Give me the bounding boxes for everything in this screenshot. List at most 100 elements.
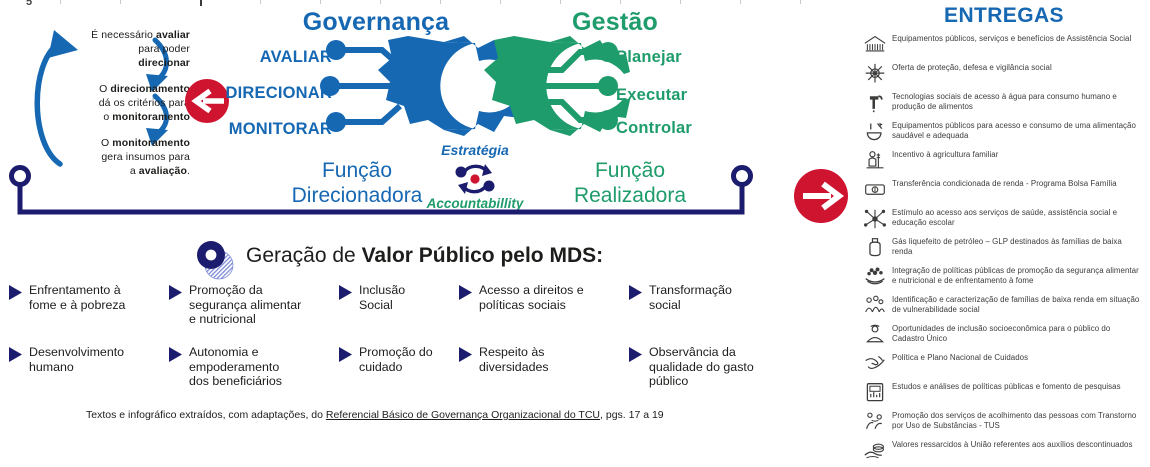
mds-logo-mark xyxy=(192,239,246,281)
cycle-line: direcionar xyxy=(138,57,190,70)
faucet-water-icon xyxy=(858,90,892,116)
heading-strong: Valor Público pelo MDS: xyxy=(361,244,604,267)
value-item-label: Enfrentamento à fome e à pobreza xyxy=(29,283,126,312)
value-item-label: Desenvolvimento humano xyxy=(29,345,125,374)
delivery-item-label: Equipamentos públicos, serviços e benefí… xyxy=(892,34,1132,43)
cycle-line: gera insumos para xyxy=(101,151,190,164)
triangle-bullet-icon xyxy=(458,284,473,301)
delivery-item-label: Integração de políticas públicas de prom… xyxy=(892,266,1139,286)
arrow-right-circle-icon xyxy=(793,168,849,224)
delivery-item-label: Política e Plano Nacional de Cuidados xyxy=(892,353,1029,362)
value-item: Enfrentamento à fome e à pobreza xyxy=(8,283,153,312)
value-item-label: Observância da qualidade do gasto públic… xyxy=(649,345,754,389)
caring-hands-icon xyxy=(858,351,892,377)
cycle-block-2: O direcionamento dá os critérios para o … xyxy=(99,82,190,125)
management-function-caption: Função Realizadora xyxy=(540,158,720,208)
step-executar: Executar xyxy=(616,86,688,104)
caption-line-2: Direcionadora xyxy=(291,184,423,207)
value-item: Inclusão Social xyxy=(338,283,483,312)
value-public-heading: Geração de Valor Público pelo MDS: xyxy=(246,244,603,268)
shield-snowflake-icon xyxy=(858,61,892,87)
house-community-icon xyxy=(858,32,892,58)
delivery-item-label: Tecnologias sociais de acesso à água par… xyxy=(892,92,1117,112)
triangle-bullet-icon xyxy=(338,346,353,363)
strategy-label: Estratégia xyxy=(441,142,509,158)
delivery-item: Estudos e análises de políticas públicas… xyxy=(858,380,1150,406)
delivery-item-label: Estímulo ao acesso aos serviços de saúde… xyxy=(892,208,1118,228)
source-credit: Textos e infográfico extraídos, com adap… xyxy=(86,409,664,421)
triangle-bullet-icon xyxy=(628,346,643,363)
deliveries-list: Equipamentos públicos, serviços e benefí… xyxy=(858,32,1150,467)
heading-prefix: Geração de xyxy=(246,244,362,267)
person-worker-icon xyxy=(858,322,892,348)
value-item-label: Respeito às diversidades xyxy=(479,345,549,374)
delivery-item-label: Valores ressarcidos à União referentes a… xyxy=(892,440,1133,449)
cropped-ruler-strip: 5 xyxy=(0,0,860,9)
triangle-bullet-icon xyxy=(168,346,183,363)
delivery-item: Identificação e caracterização de famíli… xyxy=(858,293,1150,319)
cycle-block-1: É necessário avaliar para poder direcion… xyxy=(91,28,190,71)
value-item-label: Transformação social xyxy=(649,283,732,312)
triangle-bullet-icon xyxy=(458,346,473,363)
step-avaliar: AVALIAR xyxy=(259,48,332,66)
delivery-item-label: Estudos e análises de políticas públicas… xyxy=(892,382,1121,391)
value-item: Autonomia e empoderamento dos beneficiár… xyxy=(168,345,318,389)
accountability-cycle-icon xyxy=(452,160,498,198)
support-people-icon xyxy=(858,409,892,435)
delivery-item-label: Oportunidades de inclusão socioeconômica… xyxy=(892,324,1111,344)
cycle-line: o monitoramento xyxy=(103,111,190,124)
deliveries-title: ENTREGAS xyxy=(944,4,1064,27)
step-monitorar: MONITORAR xyxy=(228,120,332,138)
delivery-item-label: Gás liquefeito de petróleo – GLP destina… xyxy=(892,237,1122,257)
deliveries-panel: ENTREGAS Equipamentos públicos, serviços… xyxy=(858,0,1150,459)
triangle-bullet-icon xyxy=(168,284,183,301)
credit-link[interactable]: Referencial Básico de Governança Organiz… xyxy=(325,409,601,421)
delivery-item: Equipamentos públicos, serviços e benefí… xyxy=(858,32,1150,58)
arrow-left-circle-icon xyxy=(184,78,230,124)
caption-line-1: Função xyxy=(321,159,393,182)
delivery-item-label: Equipamentos públicos para acesso e cons… xyxy=(892,121,1136,141)
banknote-icon xyxy=(858,177,892,203)
value-item: Observância da qualidade do gasto públic… xyxy=(628,345,798,389)
hand-coins-icon xyxy=(858,438,892,464)
cycle-line: dá os critérios para xyxy=(98,97,190,110)
value-item: Promoção do cuidado xyxy=(338,345,483,374)
delivery-item: Valores ressarcidos à União referentes a… xyxy=(858,438,1150,464)
credit-suffix: , pgs. 17 a 19 xyxy=(600,409,664,421)
delivery-item: Tecnologias sociais de acesso à água par… xyxy=(858,90,1150,116)
value-item-label: Promoção do cuidado xyxy=(359,345,433,374)
cycle-arrows-graphic xyxy=(34,30,169,167)
delivery-item: Oferta de proteção, defesa e vigilância … xyxy=(858,61,1150,87)
value-item: Desenvolvimento humano xyxy=(8,345,153,374)
value-item-label: Inclusão Social xyxy=(359,283,406,312)
delivery-item-label: Incentivo à agricultura familiar xyxy=(892,150,999,159)
gears-graphic xyxy=(232,36,702,161)
cycle-line: O monitoramento xyxy=(100,137,190,149)
triangle-bullet-icon xyxy=(338,284,353,301)
caption-line-1: Função xyxy=(594,159,666,182)
delivery-item-label: Oferta de proteção, defesa e vigilância … xyxy=(892,63,1052,72)
step-direcionar: DIRECIONAR xyxy=(225,84,332,102)
delivery-item: Oportunidades de inclusão socioeconômica… xyxy=(858,322,1150,348)
credit-prefix: Textos e infográfico extraídos, com adap… xyxy=(86,409,326,421)
delivery-item: Integração de políticas públicas de prom… xyxy=(858,264,1150,290)
value-item-label: Autonomia e empoderamento dos beneficiár… xyxy=(189,345,282,389)
delivery-item: Promoção dos serviços de acolhimento das… xyxy=(858,409,1150,435)
network-health-icon xyxy=(858,206,892,232)
delivery-item: Transferência condicionada de renda - Pr… xyxy=(858,177,1150,203)
governance-function-caption: Função Direcionadora xyxy=(262,158,452,208)
farmer-tractor-icon xyxy=(858,148,892,174)
document-chart-icon xyxy=(858,380,892,406)
family-group-icon xyxy=(858,293,892,319)
step-planejar: Planejar xyxy=(616,48,682,66)
cycle-block-3: O monitoramento gera insumos para a aval… xyxy=(101,136,190,179)
delivery-item: Gás liquefeito de petróleo – GLP destina… xyxy=(858,235,1150,261)
cycle-line: O direcionamento xyxy=(99,83,190,95)
delivery-item-label: Identificação e caracterização de famíli… xyxy=(892,295,1140,315)
cycle-line: a avaliação. xyxy=(129,165,190,178)
value-item-label: Acesso a direitos e políticas sociais xyxy=(479,283,584,312)
delivery-item: Incentivo à agricultura familiar xyxy=(858,148,1150,174)
step-controlar: Controlar xyxy=(616,119,693,137)
